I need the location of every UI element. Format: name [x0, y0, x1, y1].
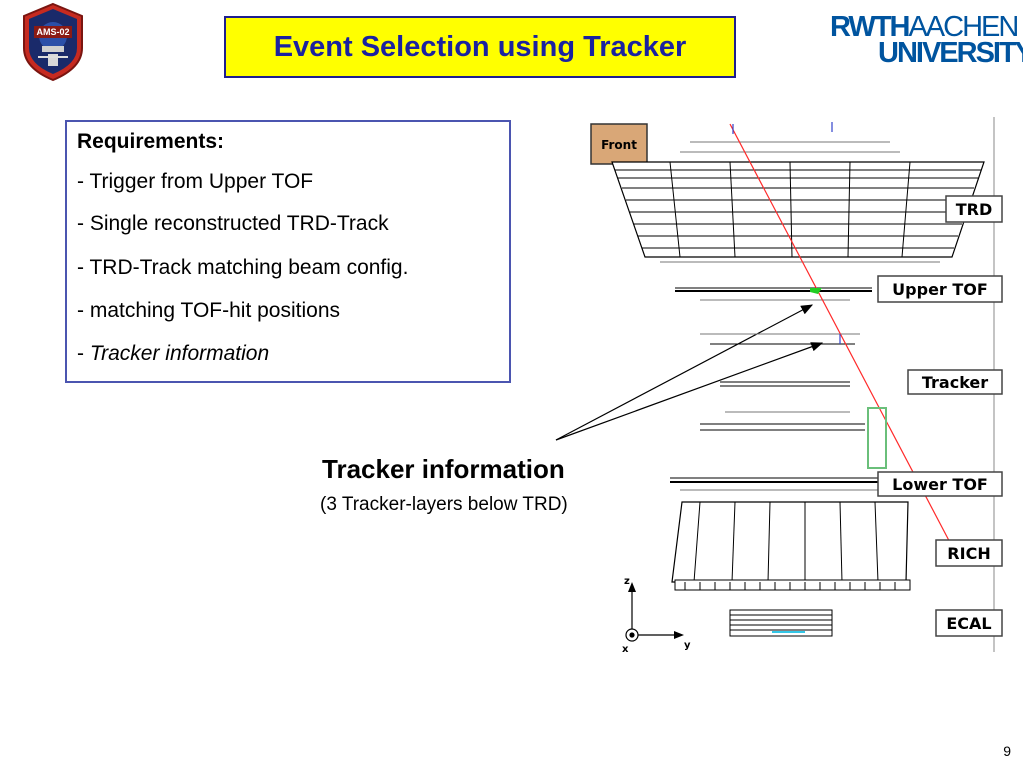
label-front: Front	[601, 138, 637, 152]
axis-x-label: x	[622, 644, 629, 655]
requirement-item: - Single reconstructed TRD-Track	[77, 212, 389, 235]
label-upper-tof: Upper TOF	[892, 280, 988, 299]
requirements-box: Requirements: - Trigger from Upper TOF -…	[65, 120, 511, 383]
rwth-logo-line1: RWTHAACHEN	[830, 11, 1019, 43]
requirements-heading: Requirements:	[77, 130, 225, 153]
page-number: 9	[1003, 743, 1011, 759]
slide-title: Event Selection using Tracker	[273, 30, 687, 63]
tracker-information-subtitle: (3 Tracker-layers below TRD)	[320, 494, 568, 515]
requirement-item: - Tracker information	[77, 342, 270, 365]
axis-z-label: z	[624, 576, 630, 587]
svg-text:AMS-02: AMS-02	[36, 27, 69, 37]
rwth-logo-line2: UNIVERSITY	[878, 37, 1023, 69]
tracker-hit-box	[867, 407, 887, 469]
requirement-item: - TRD-Track matching beam config.	[77, 256, 409, 279]
ams-detector-diagram: Front TRD Upper TOF Tracker Lower TOF RI…	[590, 117, 1003, 655]
label-rich: RICH	[947, 544, 990, 563]
tof-hit-marker	[810, 288, 822, 294]
tracker-information-title: Tracker information	[322, 454, 565, 484]
axis-y-label: y	[684, 640, 691, 651]
requirement-item: - matching TOF-hit positions	[77, 299, 340, 322]
rwth-logo: RWTHAACHEN UNIVERSITY	[830, 12, 1023, 70]
label-lower-tof: Lower TOF	[892, 475, 988, 494]
label-ecal: ECAL	[946, 614, 991, 633]
title-box: Event Selection using Tracker	[224, 16, 736, 78]
label-trd: TRD	[956, 200, 993, 219]
requirement-item: - Trigger from Upper TOF	[77, 170, 314, 193]
label-tracker: Tracker	[922, 373, 988, 392]
ams-02-logo: AMS-02	[23, 2, 83, 82]
